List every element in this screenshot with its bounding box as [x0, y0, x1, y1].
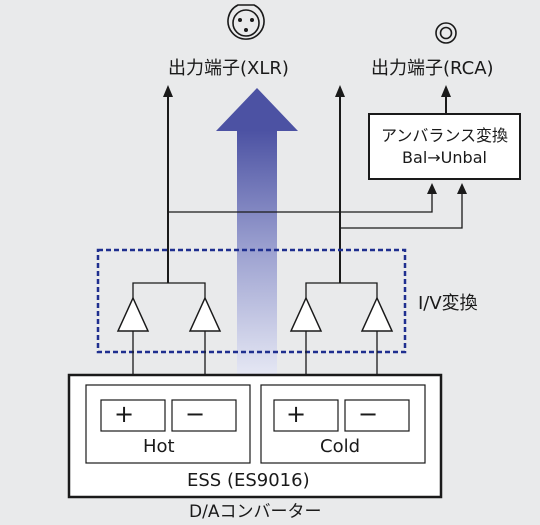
dac-caption: D/Aコンバーター	[189, 502, 322, 522]
hot-minus-terminal	[171, 399, 237, 432]
signal-direction-arrow	[216, 88, 298, 390]
cold-plus-terminal	[273, 399, 339, 432]
hot-group-label: Hot	[143, 436, 175, 457]
cold-group-label: Cold	[320, 436, 361, 457]
cold-minus-sign: −	[357, 400, 379, 428]
unbalance-converter-box: アンバランス変換 Bal→Unbal	[368, 113, 521, 180]
xlr-connector-icon	[227, 4, 265, 40]
iv-converter-box	[96, 248, 407, 354]
output-arrowheads	[163, 85, 451, 97]
xlr-output-label: 出力端子(XLR)	[168, 58, 289, 79]
iv-amplifiers	[116, 296, 394, 332]
amplifier-hot-minus	[188, 296, 222, 332]
rca-connector-icon	[435, 22, 457, 44]
output-lines	[167, 97, 447, 283]
unbalance-converter-title: アンバランス変換	[380, 125, 509, 145]
cold-plus-sign: +	[285, 400, 307, 428]
amplifier-cold-minus	[360, 296, 394, 332]
converter-feed-arrowheads	[427, 183, 467, 194]
hot-plus-terminal	[100, 399, 166, 432]
hot-plus-sign: +	[113, 400, 135, 428]
amplifier-hot-plus	[116, 296, 150, 332]
hot-minus-sign: −	[184, 400, 206, 428]
dac-chip-label: ESS (ES9016)	[187, 470, 310, 491]
rca-output-label: 出力端子(RCA)	[371, 58, 494, 79]
amplifier-cold-plus	[289, 296, 323, 332]
unbalance-converter-subtitle: Bal→Unbal	[402, 147, 487, 167]
converter-feed-lines	[168, 194, 463, 229]
cold-minus-terminal	[344, 399, 410, 432]
terminal-boxes	[100, 399, 410, 432]
iv-converter-label: I/V変換	[418, 293, 478, 314]
